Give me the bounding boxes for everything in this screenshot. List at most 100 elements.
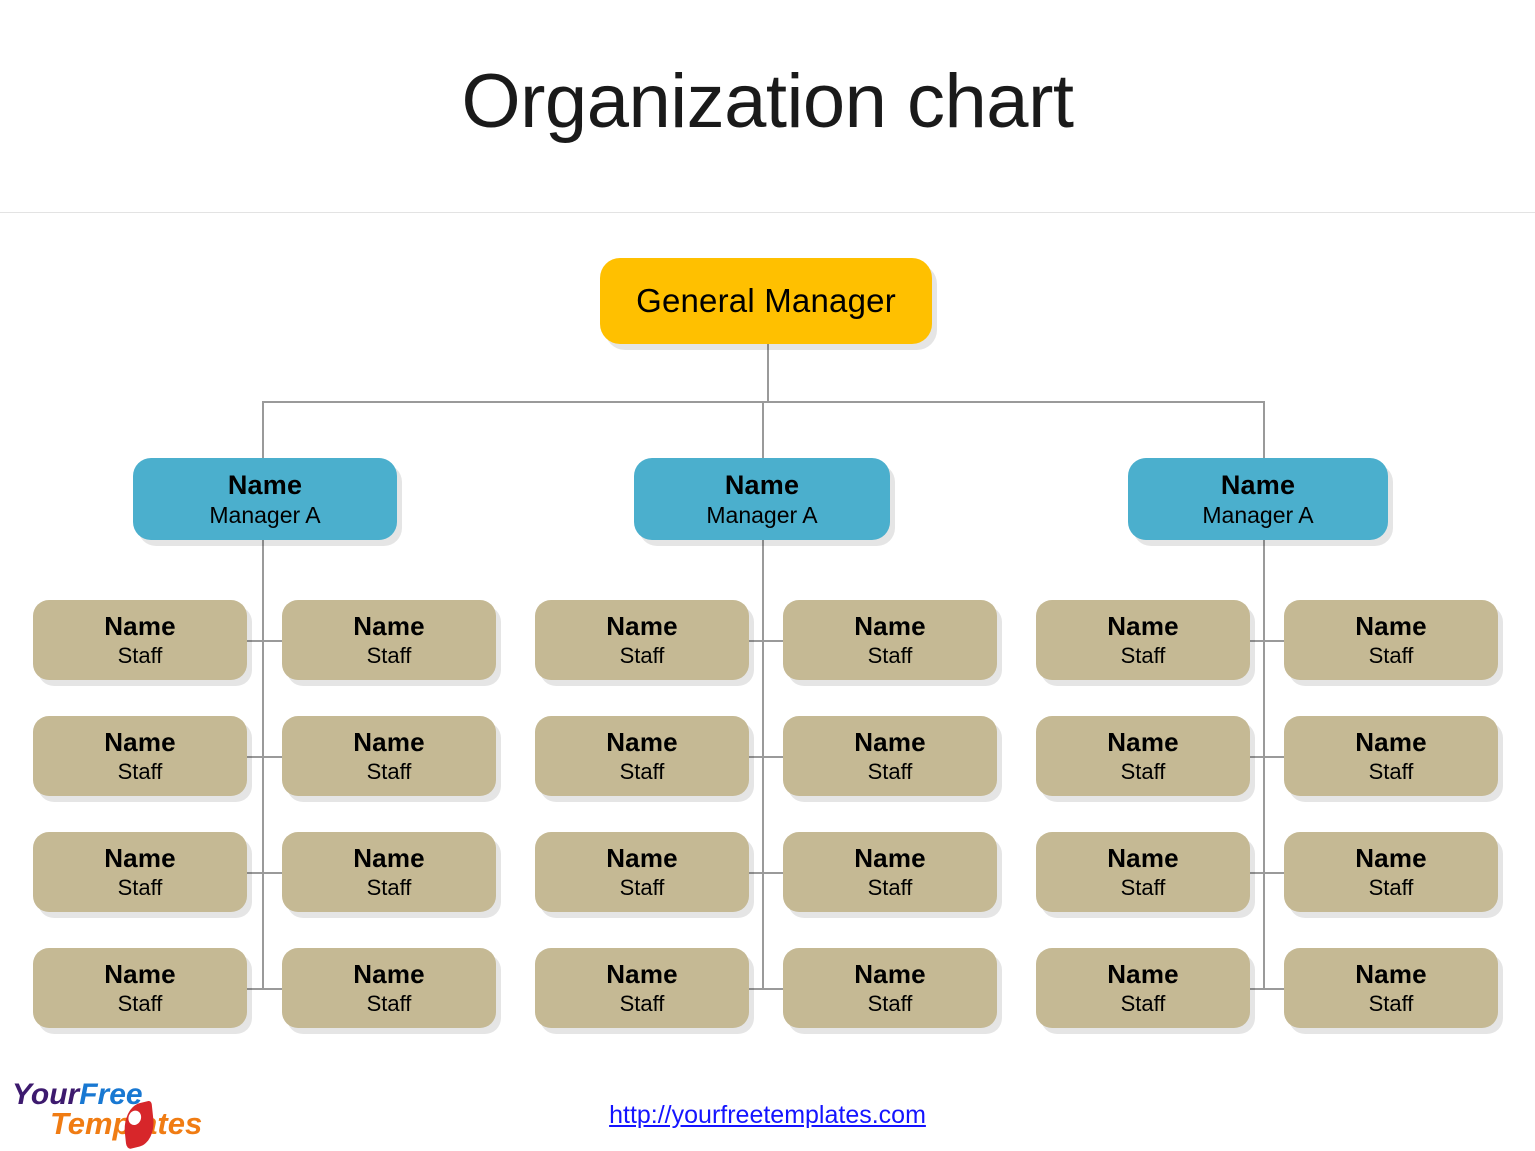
logo-word-free: Free xyxy=(79,1078,143,1111)
staff-name: Name xyxy=(1107,610,1179,641)
staff-role: Staff xyxy=(867,990,913,1016)
title-divider xyxy=(0,212,1535,213)
staff-name: Name xyxy=(353,958,425,989)
node-staff-c3r1a[interactable]: Name Staff xyxy=(1036,600,1250,680)
staff-name: Name xyxy=(606,842,678,873)
staff-role: Staff xyxy=(1368,758,1414,784)
connector-drop-manager-1 xyxy=(262,401,264,461)
stub-c1r3-left xyxy=(243,872,264,874)
stub-c2r1-right xyxy=(762,640,784,642)
staff-role: Staff xyxy=(117,874,163,900)
manager-2-name: Name xyxy=(724,469,800,500)
staff-name: Name xyxy=(606,610,678,641)
staff-name: Name xyxy=(854,958,926,989)
node-staff-c2r4b[interactable]: Name Staff xyxy=(783,948,997,1028)
stub-c2r2-left xyxy=(743,756,764,758)
stub-c1r4-left xyxy=(243,988,264,990)
node-staff-c3r1b[interactable]: Name Staff xyxy=(1284,600,1498,680)
staff-role: Staff xyxy=(867,874,913,900)
node-staff-c1r2a[interactable]: Name Staff xyxy=(33,716,247,796)
staff-name: Name xyxy=(854,842,926,873)
node-staff-c1r1a[interactable]: Name Staff xyxy=(33,600,247,680)
node-staff-c2r4a[interactable]: Name Staff xyxy=(535,948,749,1028)
node-manager-1[interactable]: Name Manager A xyxy=(133,458,397,540)
stub-c1r1-right xyxy=(262,640,284,642)
stub-c3r1-right xyxy=(1263,640,1285,642)
website-link[interactable]: http://yourfreetemplates.com xyxy=(609,1101,926,1129)
staff-name: Name xyxy=(104,842,176,873)
staff-name: Name xyxy=(104,958,176,989)
manager-1-role: Manager A xyxy=(209,501,321,528)
staff-name: Name xyxy=(1355,958,1427,989)
node-general-manager[interactable]: General Manager xyxy=(600,258,932,344)
stub-c2r2-right xyxy=(762,756,784,758)
node-staff-c3r3b[interactable]: Name Staff xyxy=(1284,832,1498,912)
staff-role: Staff xyxy=(619,990,665,1016)
staff-name: Name xyxy=(104,610,176,641)
manager-2-role: Manager A xyxy=(706,501,818,528)
node-staff-c2r1a[interactable]: Name Staff xyxy=(535,600,749,680)
spine-column-2 xyxy=(762,540,764,989)
staff-role: Staff xyxy=(366,990,412,1016)
logo-line-1: YourFree xyxy=(12,1078,143,1112)
node-staff-c3r2a[interactable]: Name Staff xyxy=(1036,716,1250,796)
staff-name: Name xyxy=(854,610,926,641)
staff-role: Staff xyxy=(867,642,913,668)
staff-name: Name xyxy=(104,726,176,757)
node-staff-c1r1b[interactable]: Name Staff xyxy=(282,600,496,680)
node-manager-3[interactable]: Name Manager A xyxy=(1128,458,1388,540)
connector-drop-manager-2 xyxy=(762,401,764,461)
stub-c3r2-right xyxy=(1263,756,1285,758)
node-staff-c1r3a[interactable]: Name Staff xyxy=(33,832,247,912)
stub-c3r2-left xyxy=(1244,756,1265,758)
connector-gm-down xyxy=(767,344,769,402)
staff-name: Name xyxy=(353,726,425,757)
node-staff-c3r3a[interactable]: Name Staff xyxy=(1036,832,1250,912)
node-manager-2[interactable]: Name Manager A xyxy=(634,458,890,540)
staff-name: Name xyxy=(1107,842,1179,873)
node-staff-c2r3b[interactable]: Name Staff xyxy=(783,832,997,912)
page-title: Organization chart xyxy=(461,59,1075,144)
staff-role: Staff xyxy=(366,642,412,668)
staff-role: Staff xyxy=(117,758,163,784)
manager-3-name: Name xyxy=(1220,469,1296,500)
logo-word-your: Your xyxy=(12,1078,80,1111)
staff-name: Name xyxy=(1355,842,1427,873)
staff-name: Name xyxy=(353,610,425,641)
stub-c1r2-right xyxy=(262,756,284,758)
staff-name: Name xyxy=(1107,958,1179,989)
staff-role: Staff xyxy=(619,642,665,668)
staff-role: Staff xyxy=(867,758,913,784)
node-staff-c2r1b[interactable]: Name Staff xyxy=(783,600,997,680)
stub-c3r4-left xyxy=(1244,988,1265,990)
spine-column-3 xyxy=(1263,540,1265,989)
node-staff-c2r2b[interactable]: Name Staff xyxy=(783,716,997,796)
staff-name: Name xyxy=(854,726,926,757)
node-staff-c1r2b[interactable]: Name Staff xyxy=(282,716,496,796)
node-staff-c2r3a[interactable]: Name Staff xyxy=(535,832,749,912)
stub-c1r4-right xyxy=(262,988,284,990)
node-staff-c1r3b[interactable]: Name Staff xyxy=(282,832,496,912)
staff-role: Staff xyxy=(1368,874,1414,900)
node-staff-c2r2a[interactable]: Name Staff xyxy=(535,716,749,796)
node-staff-c1r4a[interactable]: Name Staff xyxy=(33,948,247,1028)
stub-c1r1-left xyxy=(243,640,264,642)
node-staff-c1r4b[interactable]: Name Staff xyxy=(282,948,496,1028)
stub-c1r3-right xyxy=(262,872,284,874)
connector-drop-manager-3 xyxy=(1263,401,1265,461)
staff-role: Staff xyxy=(619,758,665,784)
stub-c2r3-left xyxy=(743,872,764,874)
yourfreetemplates-logo[interactable]: YourFree Templates xyxy=(8,1078,218,1150)
staff-name: Name xyxy=(606,958,678,989)
stub-c3r3-right xyxy=(1263,872,1285,874)
stub-c2r4-right xyxy=(762,988,784,990)
staff-role: Staff xyxy=(117,990,163,1016)
stub-c3r4-right xyxy=(1263,988,1285,990)
node-staff-c3r4a[interactable]: Name Staff xyxy=(1036,948,1250,1028)
node-staff-c3r2b[interactable]: Name Staff xyxy=(1284,716,1498,796)
node-staff-c3r4b[interactable]: Name Staff xyxy=(1284,948,1498,1028)
staff-role: Staff xyxy=(1120,758,1166,784)
spine-column-1 xyxy=(262,540,264,989)
staff-role: Staff xyxy=(619,874,665,900)
